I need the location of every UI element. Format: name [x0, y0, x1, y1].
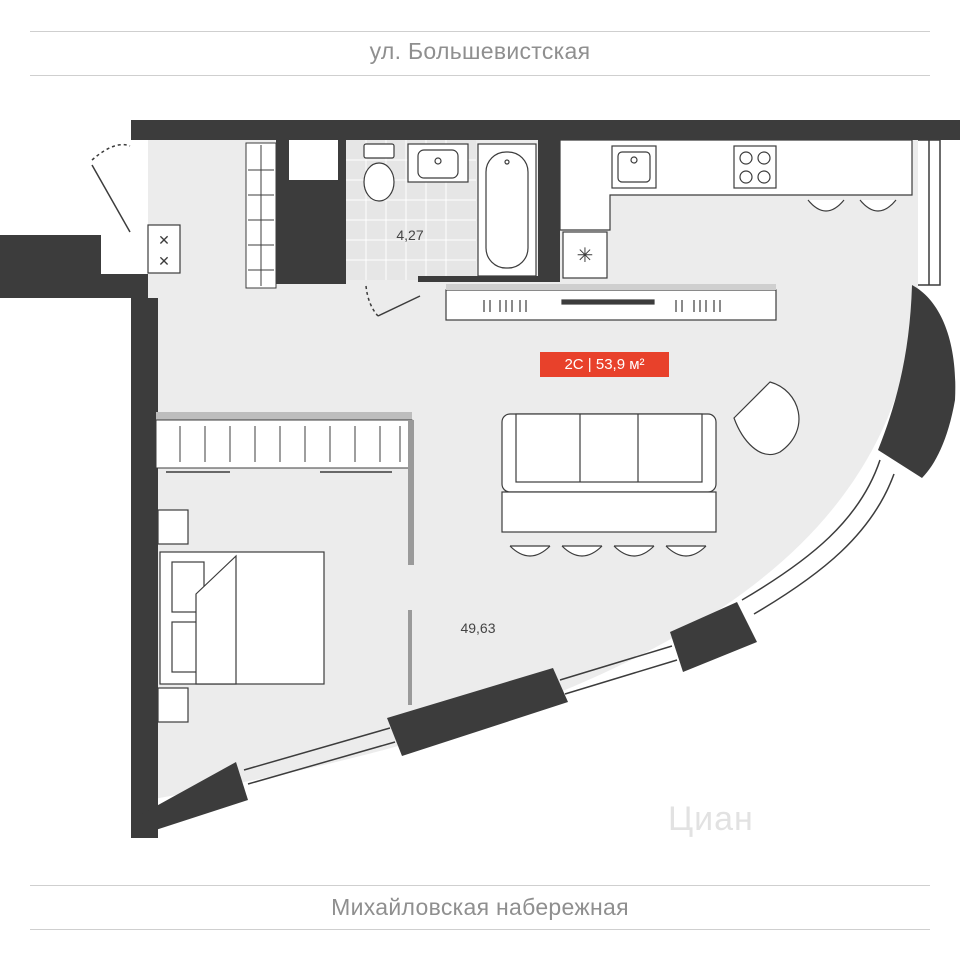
- street-label-top: ул. Большевистская: [369, 38, 591, 64]
- windows: [243, 139, 941, 785]
- bottom-rule-upper: [30, 885, 930, 886]
- svg-text:✕: ✕: [158, 253, 170, 269]
- svg-text:✕: ✕: [158, 232, 170, 248]
- dining-chairs: [509, 545, 707, 557]
- bathroom-area-label: 4,27: [396, 227, 423, 243]
- unit-badge: 2С | 53,9 м²: [540, 352, 669, 377]
- watermark-logo: Циан: [668, 800, 754, 838]
- top-rule-upper: [30, 31, 930, 32]
- electrical-panel: ✕ ✕: [147, 224, 181, 274]
- bedroom-partition: [155, 412, 414, 705]
- living-area-label: 49,63: [460, 620, 495, 636]
- snowflake-icon: ✳: [577, 245, 594, 267]
- walls: [0, 120, 960, 838]
- kitchen-bar-stools: [807, 199, 897, 212]
- sofa: [501, 413, 717, 533]
- bathroom-fixtures: [363, 143, 537, 277]
- armchair: [733, 381, 800, 455]
- bathroom-door: [365, 285, 421, 317]
- bed: [157, 509, 325, 723]
- hall-wardrobe: [245, 142, 277, 289]
- street-label-bottom: Михайловская набережная: [331, 894, 629, 920]
- entrance-door: [91, 143, 131, 233]
- media-unit: [445, 284, 777, 321]
- kitchen-counter: [559, 139, 913, 279]
- bottom-rule-lower: [30, 929, 930, 930]
- top-rule-lower: [30, 75, 930, 76]
